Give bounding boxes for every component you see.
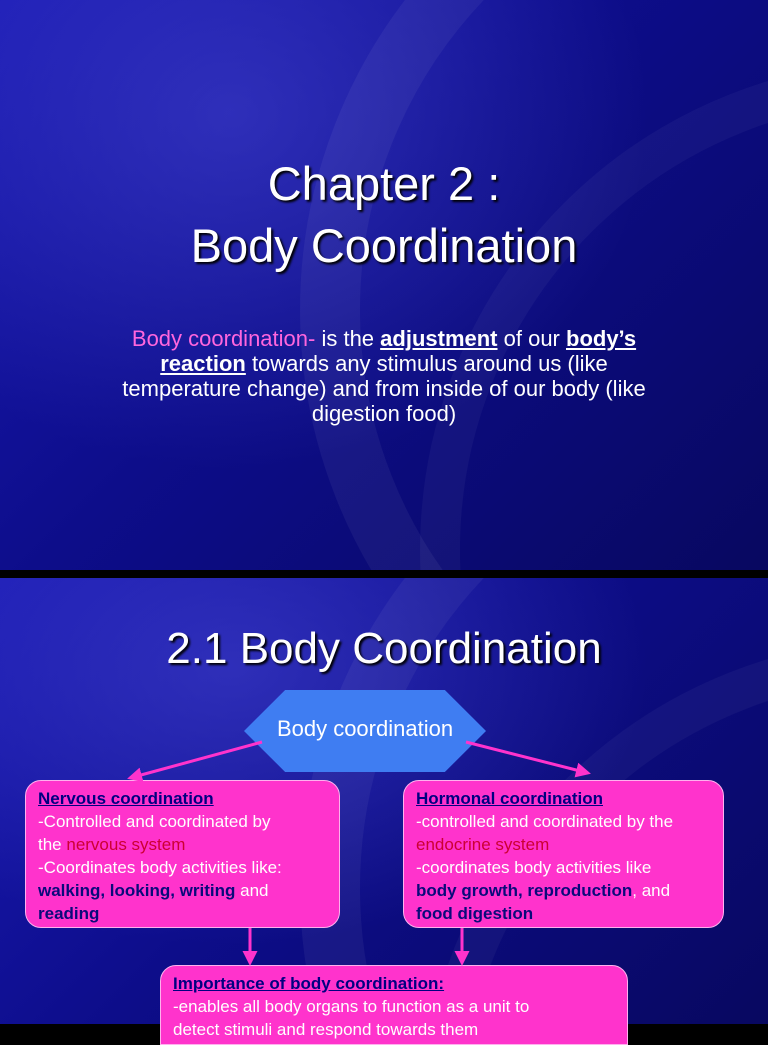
nervous-heading: Nervous coordination xyxy=(38,789,214,808)
intro-adjustment: adjustment xyxy=(380,326,498,351)
hormonal-and: , and xyxy=(632,881,671,900)
hormonal-heading: Hormonal coordination xyxy=(416,789,603,808)
importance-line1: -enables all body organs to function as … xyxy=(173,997,530,1016)
hormonal-examples: body growth, reproduction xyxy=(416,881,633,900)
center-hexagon-label: Body coordination xyxy=(276,716,454,741)
slide-separator xyxy=(0,570,768,578)
nervous-line3: -Coordinates body activities like: xyxy=(38,858,282,877)
intro-reaction: body’s reaction xyxy=(160,326,637,376)
nervous-examples: walking, looking, writing xyxy=(38,881,236,900)
slide-1: Chapter 2 : Body Coordination Body coord… xyxy=(0,0,768,570)
nervous-line1: -Controlled and coordinated by xyxy=(38,812,271,831)
nervous-last: reading xyxy=(38,904,100,923)
intro-term: Body coordination- xyxy=(131,326,316,351)
intro-text-2: of our xyxy=(497,326,566,351)
hormonal-line1: -controlled and coordinated by the xyxy=(416,812,674,831)
connector-arrows xyxy=(127,740,591,966)
slide1-title-line2: Body Coordination xyxy=(190,219,578,272)
arrow-to-hormonal xyxy=(465,740,591,778)
slide1-title-line1: Chapter 2 : xyxy=(267,157,501,210)
nervous-system-text: nervous system xyxy=(66,835,186,854)
arrow-to-nervous xyxy=(127,740,263,783)
intro-text-3: towards any stimulus around us (like tem… xyxy=(122,351,646,426)
slide2-title: 2.1 Body Coordination xyxy=(166,624,602,673)
intro-text-1: is the xyxy=(315,326,381,351)
intro-paragraph: Body coordination- is the adjustment of … xyxy=(100,326,668,426)
nervous-line2-pre: the xyxy=(38,835,67,854)
importance-heading: Importance of body coordination: xyxy=(173,974,445,993)
nervous-and: and xyxy=(235,881,269,900)
hormonal-last: food digestion xyxy=(416,904,534,923)
nervous-coordination-box: Nervous coordination -Controlled and coo… xyxy=(25,780,340,928)
hormonal-line3: -coordinates body activities like xyxy=(416,858,652,877)
endocrine-system-text: endocrine system xyxy=(416,835,550,854)
hormonal-coordination-box: Hormonal coordination -controlled and co… xyxy=(403,780,724,928)
center-hexagon xyxy=(244,690,486,772)
